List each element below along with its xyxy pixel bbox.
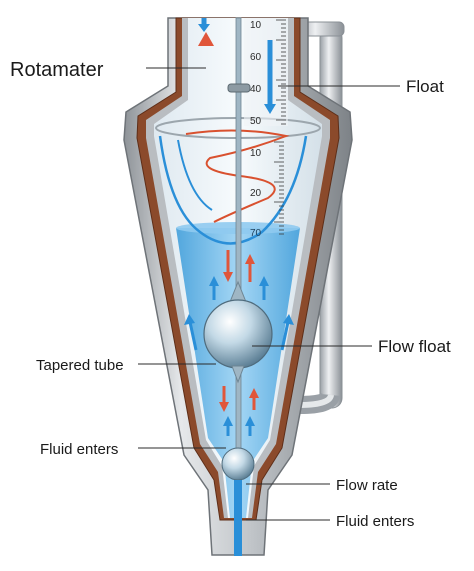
- top-float: [228, 84, 250, 92]
- scale-label: 20: [250, 188, 262, 199]
- scale-label: 50: [250, 116, 262, 127]
- label-fluid-enters-left: Fluid enters: [40, 441, 118, 458]
- small-float: [222, 448, 254, 480]
- scale-label: 70: [250, 228, 262, 239]
- label-tapered-tube: Tapered tube: [36, 357, 124, 374]
- scale-label: 40: [250, 84, 262, 95]
- label-flow-float: Flow float: [378, 337, 451, 356]
- scale-top: 10 60 40 50: [244, 18, 288, 127]
- label-float: Float: [406, 77, 444, 96]
- scale-label: 60: [250, 52, 262, 63]
- inlet-stream: [234, 480, 242, 556]
- scale-label: 10: [250, 20, 262, 31]
- label-fluid-enters-bottom: Fluid enters: [336, 513, 414, 530]
- label-rotamater: Rotamater: [10, 59, 104, 81]
- scale-label: 10: [250, 148, 262, 159]
- label-flow-rate: Flow rate: [336, 477, 398, 494]
